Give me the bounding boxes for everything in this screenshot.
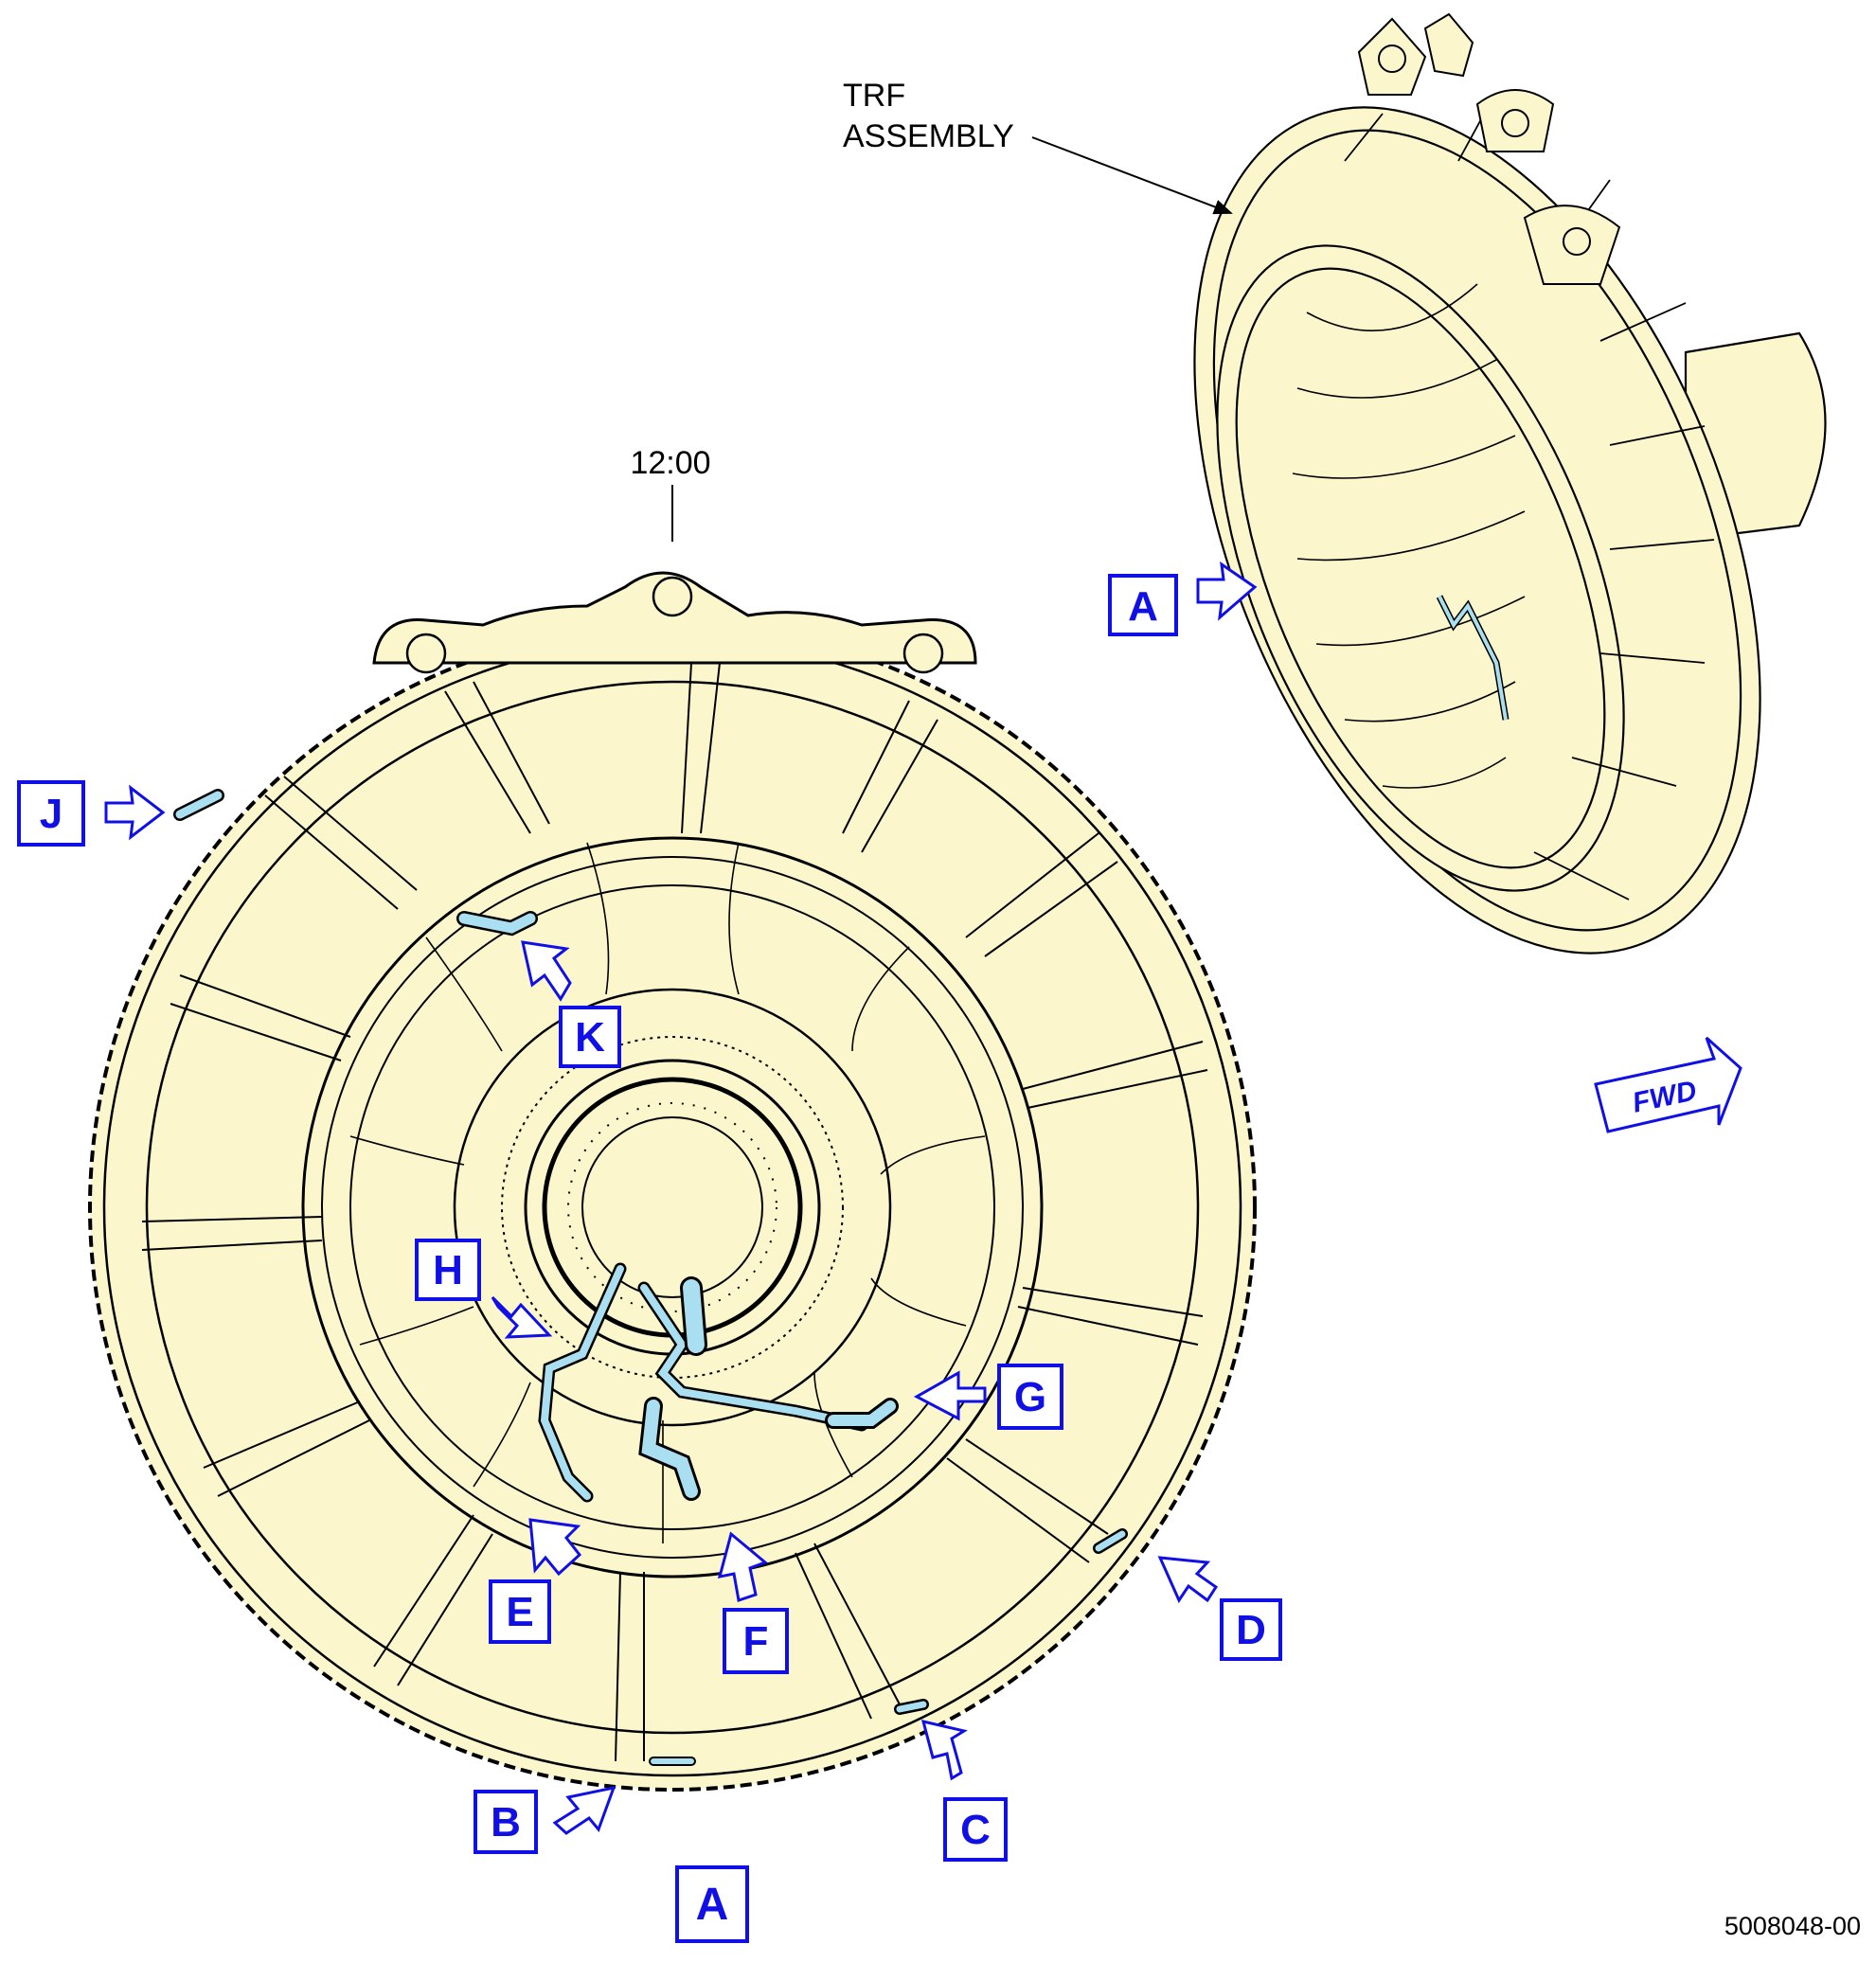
callout-b: B bbox=[473, 1790, 538, 1854]
arrow-g bbox=[913, 1370, 987, 1421]
callout-e: E bbox=[489, 1579, 551, 1644]
callout-a-bottom-label: A bbox=[696, 1880, 729, 1930]
arrow-f bbox=[717, 1531, 768, 1602]
callout-g-label: G bbox=[1014, 1374, 1046, 1420]
arrow-j bbox=[104, 784, 166, 841]
fwd-arrow: FWD bbox=[1594, 1036, 1742, 1133]
trf-label-line2: ASSEMBLY bbox=[843, 118, 1014, 154]
callout-d-label: D bbox=[1236, 1607, 1266, 1653]
arrow-h bbox=[491, 1295, 553, 1339]
callout-h: H bbox=[415, 1239, 481, 1301]
callout-e-label: E bbox=[506, 1589, 533, 1635]
callout-j-label: J bbox=[40, 791, 63, 837]
sheet-id: 5008048-00 bbox=[1724, 1912, 1861, 1940]
trf-leader-line bbox=[1031, 136, 1233, 215]
callout-g: G bbox=[997, 1364, 1063, 1430]
trf-assembly-drawing bbox=[1193, 12, 1827, 954]
callout-k: K bbox=[559, 1006, 621, 1068]
callout-d: D bbox=[1220, 1598, 1282, 1661]
front-view-drawing bbox=[88, 571, 1257, 1792]
callout-b-label: B bbox=[491, 1799, 521, 1846]
callout-h-label: H bbox=[433, 1247, 463, 1293]
arrow-e bbox=[528, 1518, 582, 1577]
arrow-a-top bbox=[1196, 561, 1258, 621]
callout-c-label: C bbox=[960, 1807, 991, 1853]
callout-c: C bbox=[943, 1797, 1008, 1862]
callout-j: J bbox=[17, 780, 85, 847]
arrow-k bbox=[521, 940, 572, 1002]
trf-label-line1: TRF bbox=[843, 78, 905, 114]
callout-a-top-label: A bbox=[1128, 583, 1158, 630]
callout-f-label: F bbox=[743, 1618, 769, 1665]
callout-k-label: K bbox=[575, 1014, 605, 1061]
callout-a-bottom: A bbox=[675, 1865, 749, 1943]
clock-label: 12:00 bbox=[630, 445, 710, 481]
arrow-d bbox=[1157, 1556, 1219, 1604]
arrow-b bbox=[552, 1785, 616, 1835]
arrow-c bbox=[920, 1719, 968, 1781]
callout-a-top: A bbox=[1108, 574, 1178, 636]
callout-f: F bbox=[723, 1608, 789, 1674]
